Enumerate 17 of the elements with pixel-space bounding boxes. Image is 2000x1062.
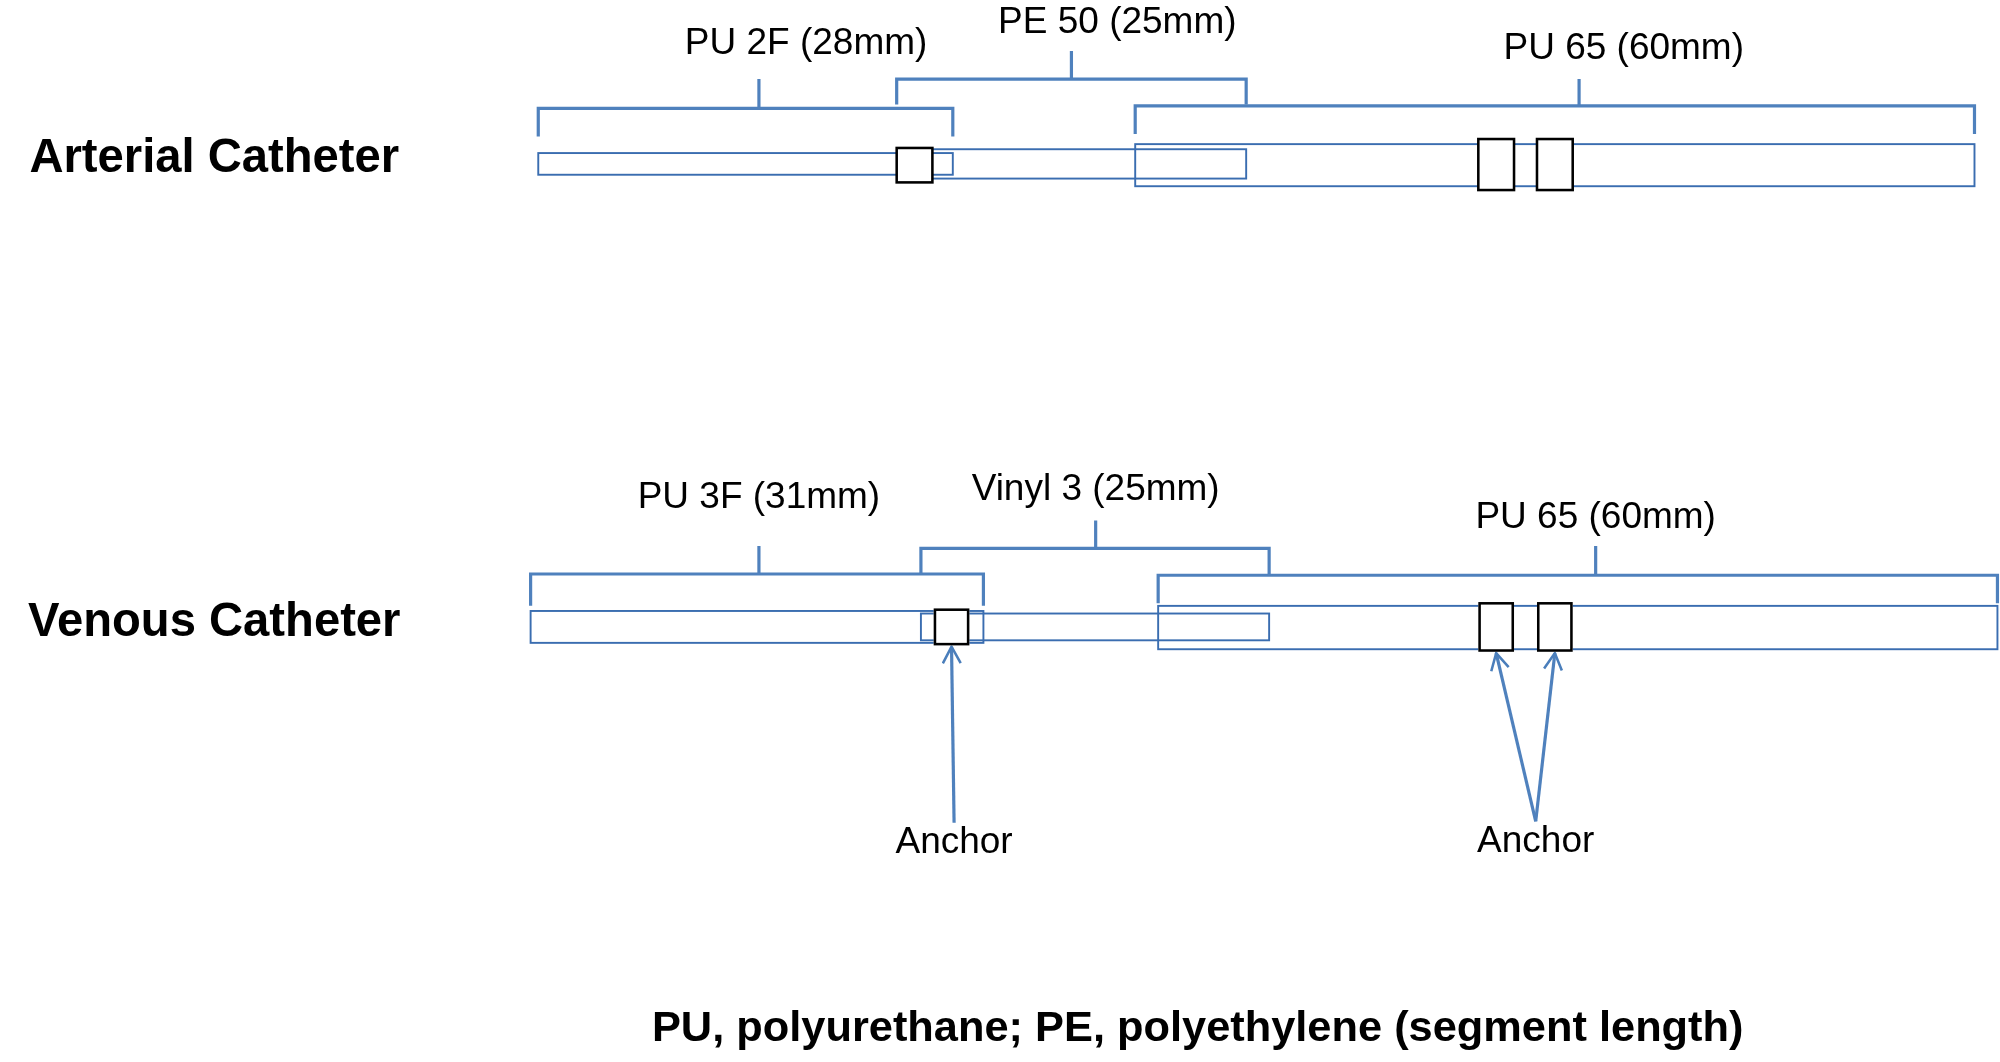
- row-label: Venous Catheter: [28, 594, 401, 649]
- caption: PU, polyurethane; PE, polyethylene (segment length): [651, 1001, 1744, 1052]
- row-label: Arterial Catheter: [29, 130, 400, 185]
- anchor-label: Anchor: [1477, 818, 1595, 862]
- arrow: [1490, 651, 1538, 822]
- anchor-block: [1478, 602, 1515, 652]
- anchor-block: [1537, 602, 1573, 652]
- segment-label: PE 50 (25mm): [998, 0, 1237, 43]
- segment-label: PU 3F (31mm): [637, 474, 881, 517]
- segment-label: PU 65 (60mm): [1503, 25, 1744, 69]
- anchor-block: [933, 608, 970, 646]
- segment-label: PU 65 (60mm): [1475, 494, 1716, 538]
- segment-label: Vinyl 3 (25mm): [971, 466, 1220, 510]
- segment-label: PU 2F (28mm): [684, 20, 928, 63]
- anchor-label: Anchor: [895, 820, 1013, 863]
- arrow: [1534, 651, 1564, 822]
- arrow: [941, 645, 962, 823]
